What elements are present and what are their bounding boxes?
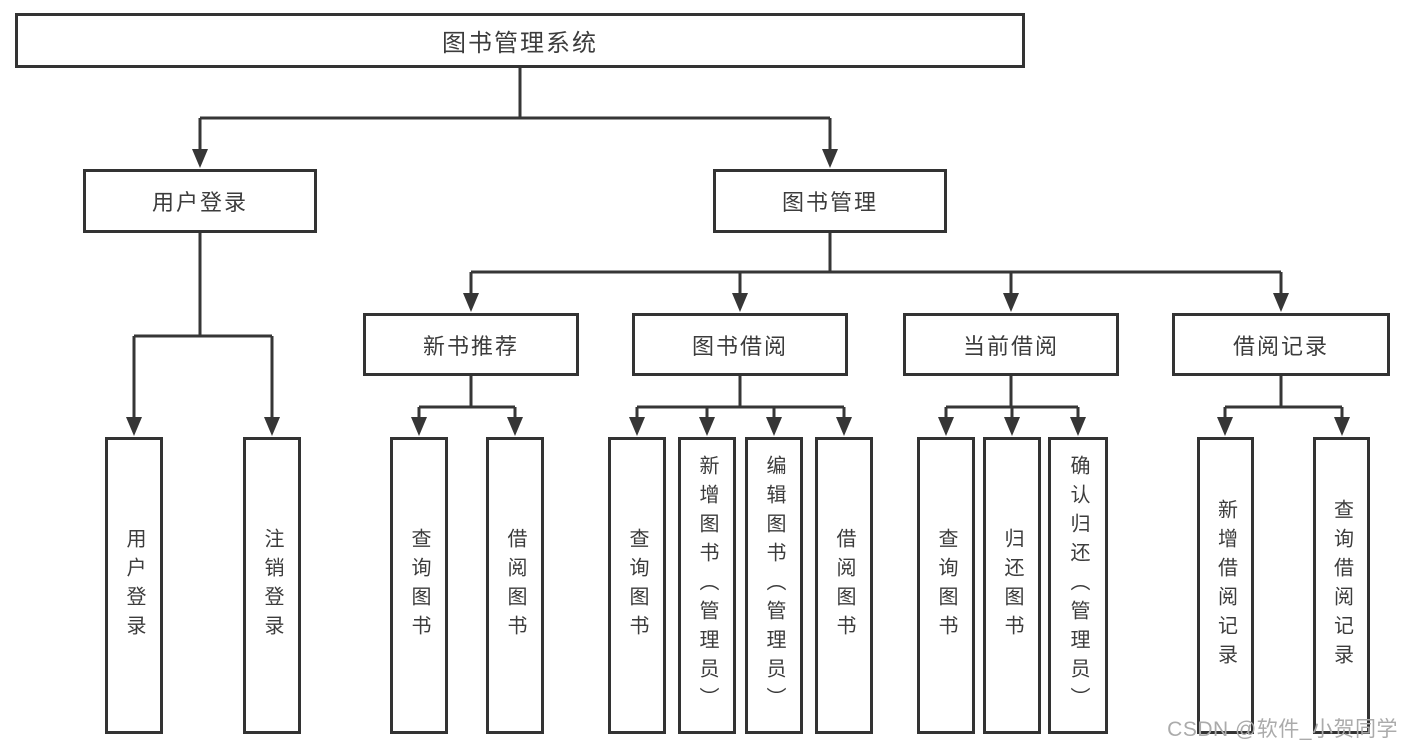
arrowhead-icon [732,293,748,312]
arrowhead-icon [938,417,954,436]
node-return-books: 归还图书 [983,437,1041,734]
arrowhead-icon [822,149,838,168]
node-new-book-recommend: 新书推荐 [363,313,579,376]
node-system: 图书管理系统 [15,13,1025,68]
node-user-login: 用户登录 [105,437,163,734]
node-query-books-3: 查询图书 [917,437,975,734]
arrowhead-icon [264,417,280,436]
arrowhead-icon [629,417,645,436]
node-borrow-books-1: 借阅图书 [486,437,544,734]
node-label-borrowing-records: 借阅记录 [1232,333,1329,359]
node-borrow-books-2: 借阅图书 [815,437,873,734]
arrowhead-icon [1334,417,1350,436]
node-label-book-management: 图书管理 [781,190,878,215]
node-logout: 注销登录 [243,437,301,734]
arrowhead-icon [1070,417,1086,436]
watermark-text: CSDN @软件_小贺同学 [1167,718,1398,741]
node-label-query-books-3: 查询图书 [935,527,957,644]
node-label-borrow-books-1: 借阅图书 [504,527,526,644]
node-query-borrow-record: 查询借阅记录 [1313,437,1370,734]
node-query-books-2: 查询图书 [608,437,666,734]
arrowhead-icon [766,417,782,436]
node-label-new-book-recommend: 新书推荐 [422,333,519,359]
node-confirm-return-admin: 确认归还（管理员） [1048,437,1108,734]
node-label-edit-books-admin: 编辑图书（管理员） [763,455,785,716]
node-query-books-1: 查询图书 [390,437,448,734]
node-add-borrow-record: 新增借阅记录 [1197,437,1254,734]
node-label-user-login-group: 用户登录 [151,190,248,215]
node-add-books-admin: 新增图书（管理员） [678,437,736,734]
arrowhead-icon [192,149,208,168]
node-label-query-books-1: 查询图书 [408,527,430,644]
node-label-return-books: 归还图书 [1001,527,1023,644]
arrowhead-icon [836,417,852,436]
arrowhead-icon [126,417,142,436]
node-book-management: 图书管理 [713,169,947,233]
node-label-confirm-return-admin: 确认归还（管理员） [1067,455,1089,716]
node-label-book-borrowing: 图书借阅 [691,333,788,359]
node-label-query-borrow-record: 查询借阅记录 [1330,498,1353,673]
node-label-current-borrowing: 当前借阅 [962,333,1059,359]
arrowhead-icon [1273,293,1289,312]
node-book-borrowing: 图书借阅 [632,313,848,376]
arrowhead-icon [1217,417,1233,436]
arrowhead-icon [699,417,715,436]
arrowhead-icon [1003,293,1019,312]
node-current-borrowing: 当前借阅 [903,313,1119,376]
node-user-login-group: 用户登录 [83,169,317,233]
arrowhead-icon [463,293,479,312]
node-label-logout: 注销登录 [261,527,283,644]
node-label-query-books-2: 查询图书 [626,527,648,644]
node-borrowing-records: 借阅记录 [1172,313,1390,376]
arrowhead-icon [411,417,427,436]
arrowhead-icon [1004,417,1020,436]
node-label-user-login: 用户登录 [123,527,145,644]
node-label-add-books-admin: 新增图书（管理员） [696,455,718,716]
arrowhead-icon [507,417,523,436]
node-edit-books-admin: 编辑图书（管理员） [745,437,803,734]
node-label-system: 图书管理系统 [442,30,598,57]
node-label-add-borrow-record: 新增借阅记录 [1214,498,1237,673]
node-label-borrow-books-2: 借阅图书 [833,527,855,644]
